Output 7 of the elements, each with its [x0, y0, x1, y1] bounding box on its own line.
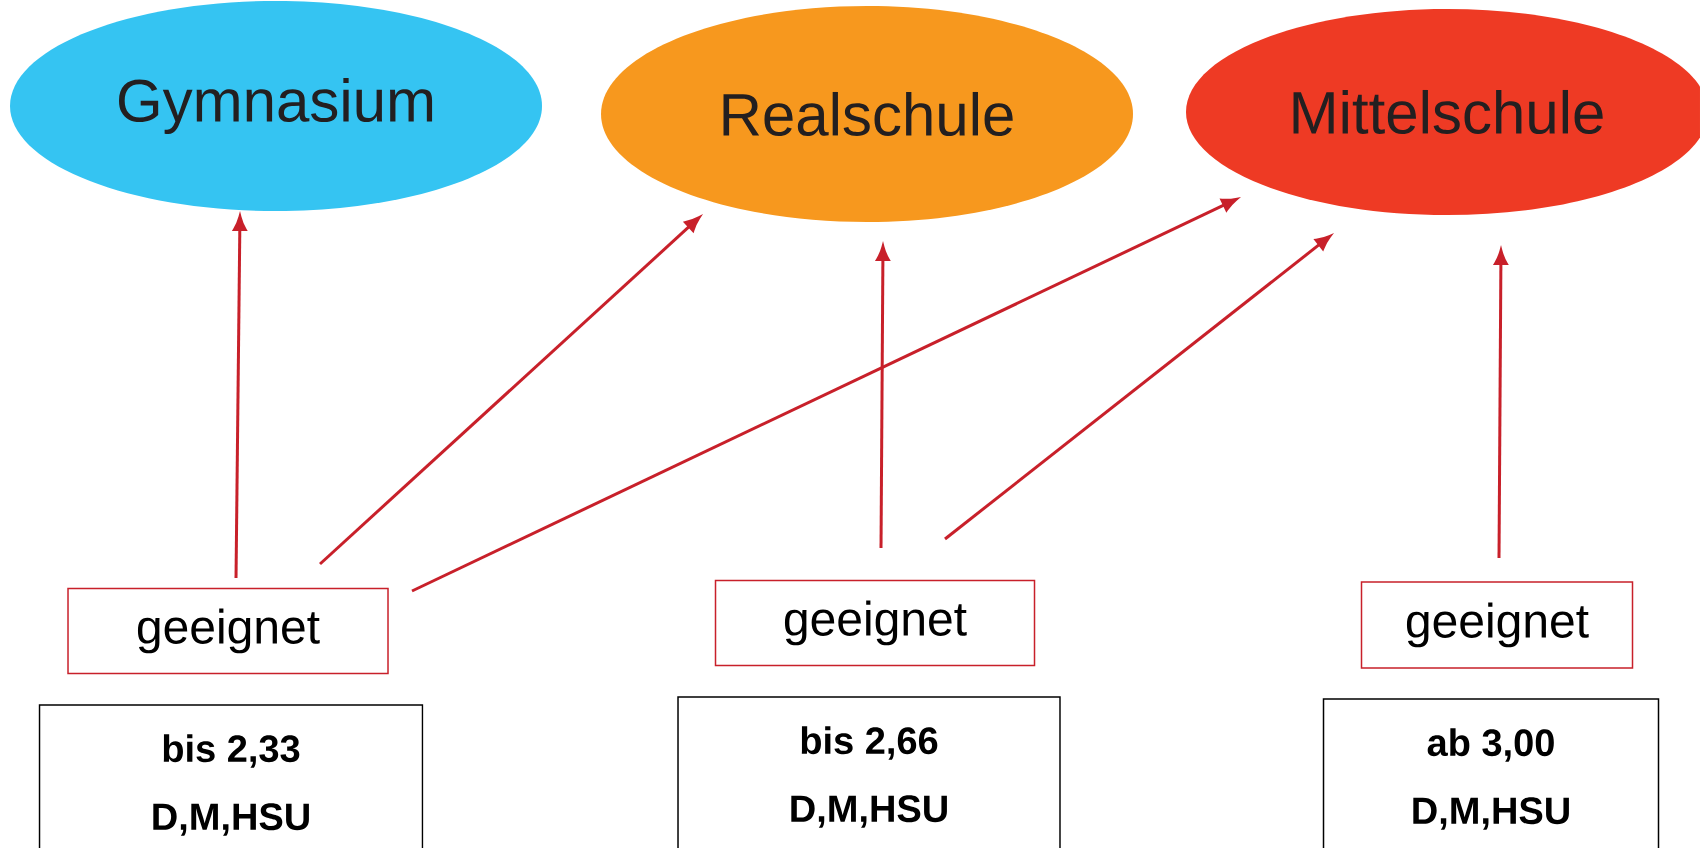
label-box: geeignet — [714, 579, 1036, 667]
label-box: geeignet — [67, 587, 389, 675]
label-box: geeignet — [1360, 581, 1634, 669]
arrow — [319, 216, 701, 566]
grade-box: ab 3,00 D,M,HSU — [1322, 698, 1660, 848]
grade-box: bis 2,33 D,M,HSU — [38, 704, 424, 848]
grade-box: bis 2,66 D,M,HSU — [677, 696, 1061, 848]
